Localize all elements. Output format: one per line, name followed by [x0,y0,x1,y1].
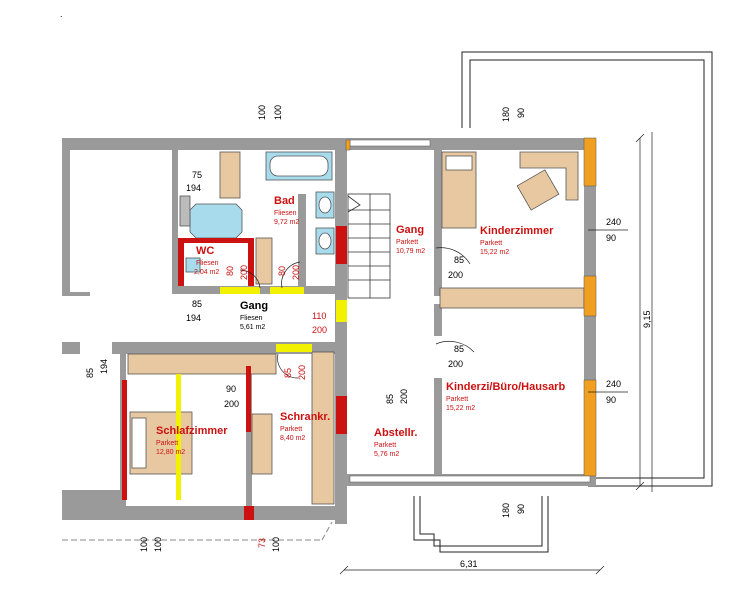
room-bad-floor: Fliesen [274,210,297,217]
room-bad-name: Bad [274,195,295,207]
dim-bot-100-b: 100 [153,536,163,552]
dim-90-a: 90 [606,233,617,243]
dim-194-b: 194 [186,313,202,323]
room-schlafzimmer-floor: Parkett [156,440,179,447]
dim-bot-180: 180 [501,502,511,518]
dim-v85-ab: 85 [385,393,395,404]
dim-wc80-b: 80 [277,265,287,276]
dim-bot-100-a: 100 [139,536,149,552]
room-kinderzimmer-floor: Parkett [480,240,503,247]
room-gang-left-area: 5,61 m2 [240,324,266,331]
dashed-lines [62,521,333,541]
windows [345,137,597,483]
dim-top-90: 90 [516,107,526,118]
dim-v194-left: 194 [99,358,109,374]
door-swings [239,247,475,379]
dim-top-180: 180 [501,106,511,122]
room-wc-name: WC [196,245,215,257]
dim-75: 75 [192,170,203,180]
room-abstellr-name: Abstellr. [374,427,418,439]
dim-bot-73: 73 [257,537,267,548]
dim-9-15: 9,15 [642,310,652,328]
stairs [347,193,391,299]
dim-240-a: 240 [606,217,622,227]
balcony-bottom [413,496,549,553]
dim-110: 110 [312,311,327,321]
room-schlafzimmer-area: 12,80 m2 [156,449,186,456]
dim-85-mid: 85 [454,344,465,354]
dim-wc80-a: 80 [225,265,235,276]
room-gang-mid-name: Gang [396,224,425,236]
room-schlafzimmer-name: Schlafzimmer [156,425,228,437]
room-schrankr-area: 8,40 m2 [280,435,306,442]
room-gang-left-floor: Fliesen [240,315,263,322]
dim-200-mid: 200 [448,359,464,369]
dimension-lines [339,132,653,575]
room-kinderzimmer-area: 15,22 m2 [480,249,510,256]
dim-wc200-a: 200 [239,264,249,280]
room-wc-floor: Fliesen [196,260,219,267]
dim-85-left: 85 [192,299,203,309]
dim-6-31: 6,31 [460,559,478,569]
furniture [127,151,585,505]
room-gang-left-name: Gang [240,300,269,312]
dim-200-sz: 200 [224,399,240,409]
room-kinderzi-buero-name: Kinderzi/Büro/Hausarb [446,381,566,393]
dim-top-100-b: 100 [273,104,283,120]
room-wc-area: 2,04 m2 [194,269,220,276]
dim-bot-90: 90 [516,503,526,514]
dim-90-sz: 90 [226,384,237,394]
dim-85-gm: 85 [454,255,465,265]
balcony-top-right [461,51,713,487]
dim-top-100-a: 100 [257,104,267,120]
room-schrankr-floor: Parkett [280,426,303,433]
dim-240-b: 240 [606,379,622,389]
room-kinderzi-buero-area: 15,22 m2 [446,405,476,412]
room-kinderzi-buero-floor: Parkett [446,396,469,403]
dim-200-gm: 200 [448,270,464,280]
dim-90-b: 90 [606,395,617,405]
room-bad-area: 9,72 m2 [274,219,300,226]
dim-bot-100-c: 100 [271,536,281,552]
dim-v200-sr: 200 [297,364,307,380]
room-abstellr-area: 5,76 m2 [374,451,400,458]
room-schrankr-name: Schrankr. [280,411,331,423]
room-kinderzimmer-name: Kinderzimmer [480,225,554,237]
dim-v85-sr: 85 [283,367,293,378]
room-gang-mid-floor: Parkett [396,239,419,246]
door-openings [176,287,347,500]
dim-v200-ab: 200 [399,388,409,404]
dim-194-a: 194 [186,183,202,193]
dim-wc200-b: 200 [291,264,301,280]
dim-v85-left: 85 [85,367,95,378]
room-abstellr-floor: Parkett [374,442,397,449]
dim-200-gang: 200 [312,325,328,335]
corner-marker: . [60,9,63,19]
room-gang-mid-area: 10,79 m2 [396,248,426,255]
red-elements [122,226,347,520]
